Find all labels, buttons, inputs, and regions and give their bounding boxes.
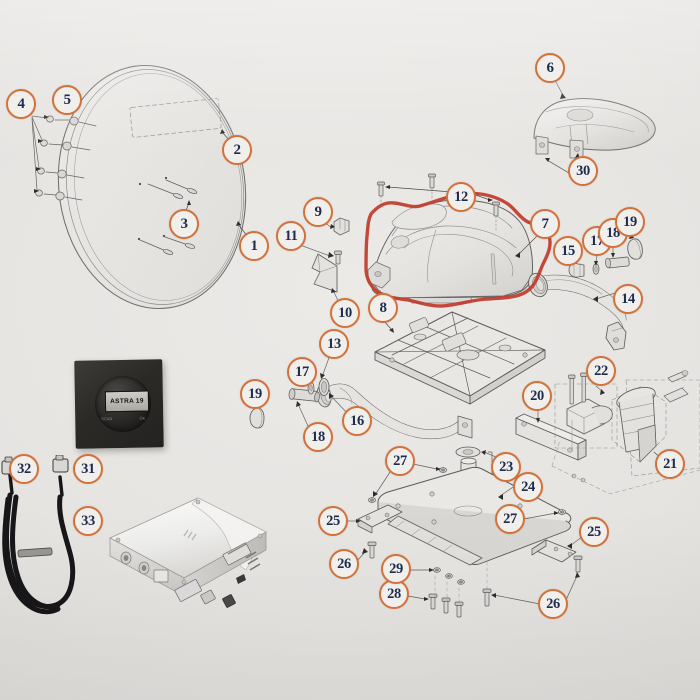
callout-badge-2[interactable]: 2 xyxy=(222,135,252,165)
part-dome-base-frame xyxy=(374,311,546,405)
callout-badge-11[interactable]: 11 xyxy=(276,221,306,251)
callout-badge-17[interactable]: 17 xyxy=(287,357,317,387)
callout-badge-6[interactable]: 6 xyxy=(535,53,565,83)
part-control-panel: ASTRA 19 SCAN OK xyxy=(74,359,164,449)
callout-badge-9[interactable]: 9 xyxy=(303,197,333,227)
callout-badge-14[interactable]: 14 xyxy=(613,284,643,314)
callout-badge-7[interactable]: 7 xyxy=(530,209,560,239)
control-panel-button-left: SCAN xyxy=(101,416,113,422)
part-dish-reflector xyxy=(57,64,247,310)
callout-badge-32[interactable]: 32 xyxy=(9,454,39,484)
part-motor-housing xyxy=(611,370,700,477)
part-dome-cover xyxy=(367,199,533,304)
part-bracket-screw xyxy=(299,244,342,265)
callout-badge-3[interactable]: 3 xyxy=(169,209,199,239)
part-dish-bolt-washer-set xyxy=(31,115,97,201)
callout-badge-29[interactable]: 29 xyxy=(381,554,411,584)
callout-badge-1[interactable]: 1 xyxy=(239,231,269,261)
callout-badge-22[interactable]: 22 xyxy=(586,356,616,386)
part-support-rail xyxy=(515,408,587,461)
part-right-pivot-hardware xyxy=(568,233,643,278)
callout-badge-10[interactable]: 10 xyxy=(330,298,360,328)
part-plate-corner-bracket xyxy=(345,504,584,563)
part-plate-fasteners xyxy=(355,463,583,618)
part-gear-motor xyxy=(554,372,618,451)
callout-badge-24[interactable]: 24 xyxy=(513,472,543,502)
callout-badge-26[interactable]: 26 xyxy=(329,549,359,579)
callout-badge-27[interactable]: 27 xyxy=(495,504,525,534)
callout-badge-18[interactable]: 18 xyxy=(303,422,333,452)
callout-badge-15[interactable]: 15 xyxy=(553,236,583,266)
callout-badge-20[interactable]: 20 xyxy=(522,381,552,411)
callout-badge-26[interactable]: 26 xyxy=(538,589,568,619)
callout-badge-31[interactable]: 31 xyxy=(73,454,103,484)
control-panel-display: ASTRA 19 xyxy=(104,390,150,413)
control-panel-buttons: SCAN OK xyxy=(101,416,145,422)
part-azimuth-arm xyxy=(528,272,627,351)
part-lnb-arm-cover xyxy=(533,81,656,174)
part-dome-cover-screws xyxy=(377,173,500,231)
callout-badge-4[interactable]: 4 xyxy=(6,89,36,119)
part-elevation-arm xyxy=(316,354,473,440)
callout-badge-25[interactable]: 25 xyxy=(579,517,609,547)
part-arm-pivot-hardware xyxy=(249,378,349,429)
callout-badge-33[interactable]: 33 xyxy=(73,506,103,536)
part-cable-clip xyxy=(323,217,350,236)
callout-badge-13[interactable]: 13 xyxy=(319,329,349,359)
callout-badge-12[interactable]: 12 xyxy=(446,182,476,212)
part-connection-cable xyxy=(1,455,76,615)
callout-badge-21[interactable]: 21 xyxy=(655,449,685,479)
part-satellite-receiver-unit xyxy=(109,497,267,608)
callout-badge-19[interactable]: 19 xyxy=(615,207,645,237)
callout-badge-30[interactable]: 30 xyxy=(568,156,598,186)
callout-badge-27[interactable]: 27 xyxy=(385,446,415,476)
callout-badge-5[interactable]: 5 xyxy=(52,85,82,115)
callout-badge-28[interactable]: 28 xyxy=(379,579,409,609)
callout-badge-16[interactable]: 16 xyxy=(342,406,372,436)
control-panel-button-right: OK xyxy=(139,415,146,421)
callout-badge-8[interactable]: 8 xyxy=(368,293,398,323)
callout-badge-19[interactable]: 19 xyxy=(240,379,270,409)
callout-badge-25[interactable]: 25 xyxy=(318,506,348,536)
